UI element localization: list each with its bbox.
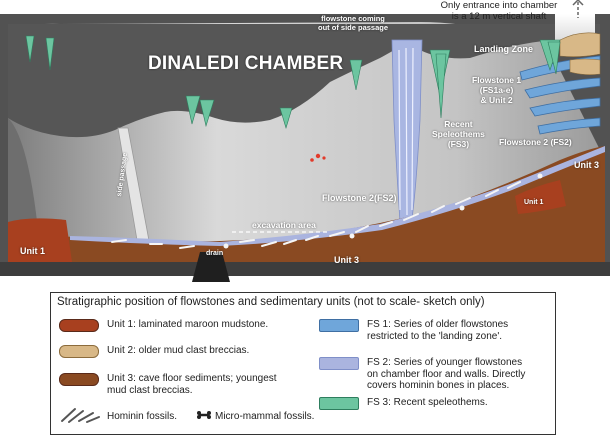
speleothems-fs3 bbox=[25, 35, 561, 130]
label-drain: drain bbox=[206, 250, 224, 257]
label-unit3-right: Unit 3 bbox=[574, 160, 600, 170]
label-excavation-area: excavation area bbox=[252, 220, 316, 230]
label-unit3-mid: Unit 3 bbox=[334, 255, 360, 265]
cave-floor-base bbox=[0, 262, 610, 276]
swatch-unit1 bbox=[59, 319, 99, 332]
label-unit1-right: Unit 1 bbox=[524, 199, 544, 206]
hominin-bones-icon bbox=[61, 408, 100, 423]
label-landing-zone: Landing Zone bbox=[474, 44, 533, 54]
shaft-arrow-head-icon bbox=[572, 0, 584, 6]
label-recent-speleothems: Recent Speleothems (FS3) bbox=[432, 119, 485, 149]
entrance-note: Only entrance into chamber is a 12 m ver… bbox=[440, 0, 558, 22]
legend-hominin: Hominin fossils. bbox=[107, 411, 178, 422]
micro-mammal-bone-icon bbox=[197, 411, 211, 419]
legend-micro-mammal: Micro-mammal fossils. bbox=[215, 411, 315, 422]
swatch-fs1 bbox=[319, 319, 359, 332]
flowstone-fs1-layers bbox=[519, 55, 601, 135]
chamber-roof bbox=[8, 24, 600, 138]
micro-mammal-fossils bbox=[310, 153, 326, 162]
chamber-title: DINALEDI CHAMBER bbox=[148, 53, 344, 74]
legend-title: Stratigraphic position of flowstones and… bbox=[57, 296, 485, 308]
hominin-fossils bbox=[111, 173, 543, 249]
label-flowstone-side-passage: flowstone coming out of side passage bbox=[318, 14, 389, 32]
label-flowstone2-right: Flowstone 2 (FS2) bbox=[499, 137, 572, 147]
legend-fs1: FS 1: Series of older flowstones restric… bbox=[367, 319, 509, 342]
swatch-fs3 bbox=[319, 397, 359, 410]
swatch-unit3 bbox=[59, 373, 99, 386]
legend-fs2: FS 2: Series of younger flowstones on ch… bbox=[367, 357, 526, 391]
legend-unit2: Unit 2: older mud clast breccias. bbox=[107, 345, 250, 356]
unit1-left bbox=[8, 218, 72, 262]
unit2-breccia bbox=[559, 32, 601, 75]
left-wall bbox=[8, 118, 40, 250]
swatch-unit2 bbox=[59, 345, 99, 358]
drain bbox=[192, 252, 230, 282]
unit3-floor bbox=[8, 146, 605, 262]
label-unit1-left: Unit 1 bbox=[20, 246, 46, 256]
legend-unit1: Unit 1: laminated maroon mudstone. bbox=[107, 319, 269, 330]
unit1-right bbox=[515, 180, 566, 214]
swatch-fs2 bbox=[319, 357, 359, 370]
legend-fs3: FS 3: Recent speleothems. bbox=[367, 397, 488, 408]
label-flowstone1: Flowstone 1 (FS1a-e) & Unit 2 bbox=[472, 75, 522, 105]
cave-cross-section bbox=[0, 0, 610, 282]
legend: Stratigraphic position of flowstones and… bbox=[50, 292, 556, 435]
flowstone-curtain-streaks bbox=[398, 47, 414, 216]
label-flowstone2-mid: Flowstone 2(FS2) bbox=[322, 193, 397, 203]
legend-unit3: Unit 3: cave floor sediments; youngest m… bbox=[107, 373, 277, 396]
